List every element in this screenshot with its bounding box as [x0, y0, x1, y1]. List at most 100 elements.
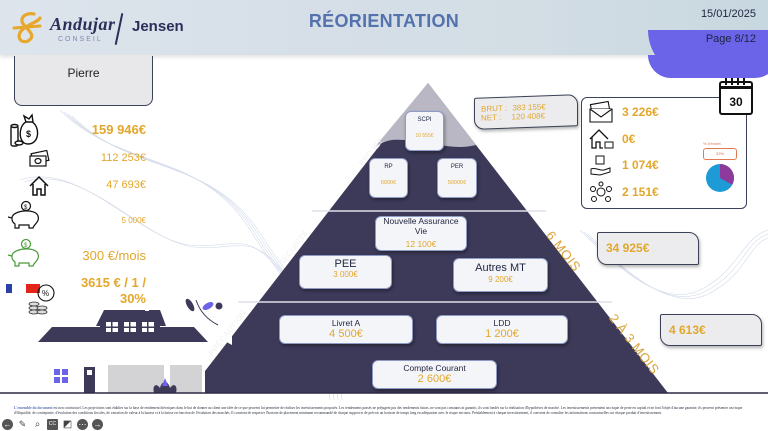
pointer-button[interactable]: ◩ [62, 419, 73, 430]
card-label: PER [450, 164, 464, 170]
card-ldd[interactable]: LDD 1 200€ [436, 315, 568, 344]
card-label: Compte Courant [403, 363, 466, 373]
presentation-toolbar: ← ✎ ⌕ CC ◩ ⋯ → [2, 417, 103, 431]
money-bag-coins-icon: $ [10, 113, 39, 147]
debt-ratio-value: 33% [715, 151, 724, 156]
card-label-line1: Nouvelle Assurance [383, 216, 459, 226]
monthly-savings-value: 300 €/mois [82, 248, 146, 263]
date: 15/01/2025 [700, 8, 756, 20]
card-rp[interactable]: RP 6000€ [369, 158, 408, 198]
income-envelope-icon [589, 101, 613, 123]
calendar-day: 30 [729, 95, 743, 109]
piggy-bank-icon: $ [7, 200, 39, 229]
forward-button[interactable]: → [92, 418, 103, 430]
logo-name: Andujar [50, 14, 116, 34]
page-number: Page 8/12 [705, 33, 756, 45]
card-pee[interactable]: PEE 3 000€ [299, 255, 392, 289]
header-bar: Andujar CONSEIL Jensen RÉORIENTATION 15/… [0, 0, 768, 78]
disclaimer-text: est non contractuel. Les projections son… [14, 406, 743, 415]
svg-text:$: $ [26, 129, 31, 139]
project-total-box: BRUT : 383 155€ NET : 120 408€ [474, 94, 578, 130]
card-value: 6000€ [380, 180, 397, 186]
person-name: Pierre [67, 66, 100, 80]
precaution-total-box: 4 613€ [660, 314, 762, 346]
subtitles-icon: CC [48, 421, 57, 427]
card-label: RP [384, 164, 393, 170]
budget-panel: 3 226€ 0€ 1 074€ 2 151€ [581, 97, 747, 209]
pie-slice-debt [720, 164, 734, 185]
real-estate-value: 47 693€ [106, 179, 146, 191]
forward-icon: → [93, 419, 102, 429]
income-value: 3 226€ [622, 105, 659, 119]
debt-ratio-box: 33% [703, 148, 737, 160]
calendar-icon: 30 [719, 78, 753, 115]
net-label: NET : [481, 112, 502, 123]
tax-value-line1: 3615 € / 1 / [80, 275, 146, 290]
precaution-total-value: 4 613€ [669, 323, 706, 337]
total-assets-value: 159 946€ [91, 122, 146, 137]
banknotes-icon [29, 150, 50, 167]
decorative-blob-lower [648, 55, 768, 78]
card-value: 12 100€ [405, 239, 437, 249]
card-value: 3 000€ [333, 270, 358, 279]
disclaimer: L'ensemble du document est non contractu… [14, 406, 759, 416]
security-total-box: 34 925€ [597, 232, 699, 265]
back-button[interactable]: ← [2, 418, 13, 430]
card-label: Livret A [331, 318, 361, 328]
card-label: SCPI [417, 117, 432, 123]
card-value: 1 200€ [485, 328, 519, 340]
pointer-icon: ◩ [62, 418, 73, 430]
svg-text:$: $ [24, 205, 28, 211]
debt-ratio-pie [706, 164, 734, 192]
pen-button[interactable]: ✎ [17, 419, 28, 430]
card-scpi[interactable]: SCPI 10 555€ [405, 111, 444, 151]
card-compte-courant[interactable]: Compte Courant 2 600€ [372, 360, 497, 389]
person-card: Pierre [14, 56, 153, 106]
net-value: 120 408€ [511, 111, 545, 122]
card-value: 4 500€ [329, 328, 363, 340]
zoom-button[interactable]: ⌕ [32, 419, 43, 430]
brut-label: BRUT : [481, 103, 508, 114]
house-rent-icon [589, 129, 614, 149]
card-label: LDD [493, 318, 511, 328]
rent-value: 0€ [622, 132, 636, 146]
logo-subtitle: CONSEIL [58, 36, 103, 43]
charges-hand-icon [590, 155, 611, 176]
financial-assets-value: 112 253€ [100, 152, 146, 164]
tax-value-line2: 30% [119, 291, 146, 306]
disclaimer-lead: L'ensemble du document [14, 406, 53, 410]
card-label: PEE [334, 258, 357, 270]
more-button[interactable]: ⋯ [77, 418, 88, 430]
card-value: 2 600€ [417, 373, 452, 385]
security-total-value: 34 925€ [606, 241, 650, 255]
card-per[interactable]: PER 50000€ [437, 158, 477, 198]
andujar-logo-icon [12, 12, 42, 44]
charges-value: 1 074€ [622, 158, 659, 172]
tax-france-icon: % [6, 284, 55, 315]
savings-value: 5 000€ [121, 216, 146, 225]
svg-text:%: % [42, 289, 49, 298]
svg-text:$: $ [24, 243, 28, 249]
card-autres-mt[interactable]: Autres MT 9 200€ [453, 258, 548, 292]
back-icon: ← [3, 419, 12, 429]
card-label: Autres MT [475, 262, 526, 274]
more-icon: ⋯ [78, 419, 87, 429]
card-livret-a[interactable]: Livret A 4 500€ [279, 315, 413, 344]
pen-icon: ✎ [18, 418, 27, 429]
living-expenses-value: 2 151€ [622, 185, 659, 199]
card-value: 9 200€ [488, 275, 513, 284]
card-value: 10 555€ [415, 133, 434, 139]
house-illustration [0, 298, 768, 394]
page-title: RÉORIENTATION [308, 11, 460, 31]
subtitles-button[interactable]: CC [47, 418, 58, 430]
house-icon [29, 175, 49, 196]
card-assurance-vie[interactable]: Nouvelle Assurance Vie 12 100€ [375, 216, 467, 251]
card-label-line2: Vie [414, 226, 428, 236]
client-name: Jensen [132, 18, 184, 35]
debt-ratio-label: % d'endet. [703, 141, 722, 146]
card-value: 50000€ [447, 180, 467, 186]
zoom-icon: ⌕ [34, 418, 41, 430]
piggy-bank-green-icon: $ [7, 238, 39, 267]
family-expenses-icon [590, 181, 612, 202]
